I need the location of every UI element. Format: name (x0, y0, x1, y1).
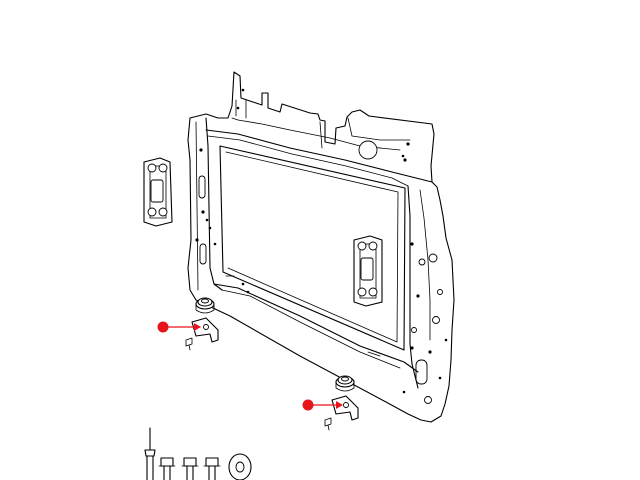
bolt-fastener-3 (203, 457, 221, 480)
callout-layer (157, 321, 343, 411)
bolt-fastener-1 (158, 457, 176, 480)
bolt-fastener-2 (181, 457, 199, 480)
radiator-support-frame (187, 71, 455, 423)
rivet-fastener (144, 427, 156, 480)
right-mount-block (353, 235, 383, 307)
right-bracket-callout (302, 399, 343, 411)
left-bracket-assembly (185, 297, 219, 351)
washer-fastener (228, 453, 252, 480)
left-mount-block (143, 157, 173, 227)
fasteners (144, 427, 252, 480)
right-bracket-assembly (324, 375, 359, 431)
left-bracket-callout (157, 321, 201, 333)
